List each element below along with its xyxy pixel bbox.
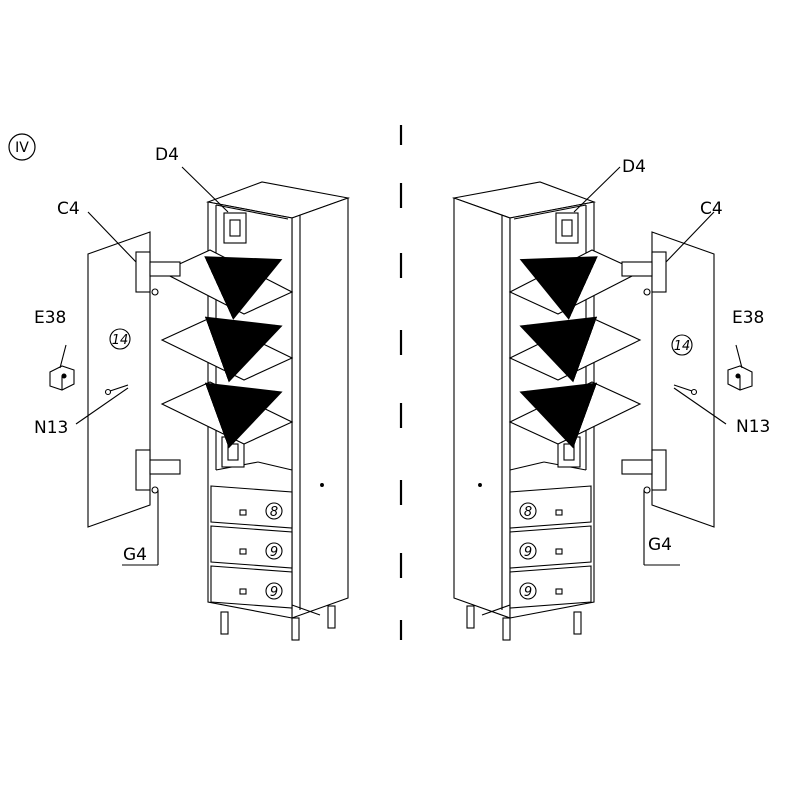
left-shelf-mid-number: 4 — [224, 340, 232, 355]
left-hinge-plate-top — [223, 212, 247, 244]
right-shelf-bottom: 4 — [508, 381, 642, 449]
right-door-panel: 14 — [651, 231, 715, 528]
right-label-d4: D4 — [622, 157, 646, 177]
left-shelf-bottom-number: 4 — [224, 404, 232, 419]
right-hinge-plate-top — [555, 212, 579, 244]
right-shelf-mid-arrow — [519, 316, 598, 383]
right-cabinet-legs — [466, 605, 582, 641]
left-door-hinge-top — [135, 251, 181, 296]
left-side-dot — [320, 483, 324, 487]
left-drawer-3: 9 — [210, 565, 293, 609]
left-drawer-1-number: 8 — [270, 505, 278, 520]
left-shelf-top: 4 — [160, 249, 294, 320]
right-shelf-bottom-number: 4 — [570, 404, 578, 419]
right-shelf-mid-number: 4 — [570, 340, 578, 355]
right-drawer-3-number: 9 — [524, 585, 532, 600]
left-shelf-top-number: 4 — [224, 274, 232, 289]
left-cabinet-legs — [220, 605, 336, 641]
left-door-number: 14 — [112, 333, 129, 348]
step-circle — [8, 133, 36, 161]
right-knob — [727, 365, 753, 391]
right-shelf-top-arrow — [519, 256, 598, 320]
left-shelf-bottom-arrow — [204, 382, 283, 449]
right-label-n13: N13 — [736, 417, 770, 437]
right-drawer-3: 9 — [509, 565, 592, 609]
right-shelf-top: 4 — [508, 249, 642, 320]
left-door-panel: 14 — [87, 231, 151, 528]
left-label-e38: E38 — [34, 308, 66, 328]
right-drawer-2: 9 — [509, 525, 592, 569]
left-door-hinge-bottom — [135, 449, 181, 494]
left-label-d4: D4 — [155, 145, 179, 165]
right-shelf-mid: 4 — [508, 316, 642, 383]
right-drawer-2-number: 9 — [524, 545, 532, 560]
left-shelf-bottom: 4 — [160, 381, 294, 449]
right-door-number: 14 — [674, 339, 691, 354]
right-shelf-bottom-arrow — [519, 382, 598, 449]
right-assembly: 8 9 9 4 4 — [451, 166, 753, 641]
right-door-hinge-bottom — [621, 449, 667, 494]
left-shelf-top-arrow — [204, 256, 283, 320]
right-shelf-top-number: 4 — [570, 274, 578, 289]
left-leaders — [59, 166, 229, 566]
left-assembly: 8 9 9 4 — [49, 166, 351, 641]
right-label-g4: G4 — [648, 535, 672, 555]
left-shelf-mid: 4 — [160, 316, 294, 383]
right-drawer-1: 8 — [509, 485, 592, 529]
right-door-hinge-top — [621, 251, 667, 296]
left-handle-screw — [104, 384, 129, 396]
right-drawer-1-number: 8 — [524, 505, 532, 520]
right-leaders — [573, 166, 743, 566]
right-handle-screw — [673, 384, 698, 396]
left-label-n13: N13 — [34, 418, 68, 438]
right-label-e38: E38 — [732, 308, 764, 328]
left-drawer-1: 8 — [210, 485, 293, 529]
left-drawer-3-number: 9 — [270, 585, 278, 600]
left-shelf-mid-arrow — [204, 316, 283, 383]
step-marker: IV — [8, 133, 36, 161]
left-drawer-2: 9 — [210, 525, 293, 569]
right-side-dot — [478, 483, 482, 487]
left-drawer-2-number: 9 — [270, 545, 278, 560]
left-label-c4: C4 — [57, 199, 80, 219]
right-label-c4: C4 — [700, 199, 723, 219]
left-knob — [49, 365, 75, 391]
step-label: IV — [15, 140, 29, 156]
left-label-g4: G4 — [123, 545, 147, 565]
